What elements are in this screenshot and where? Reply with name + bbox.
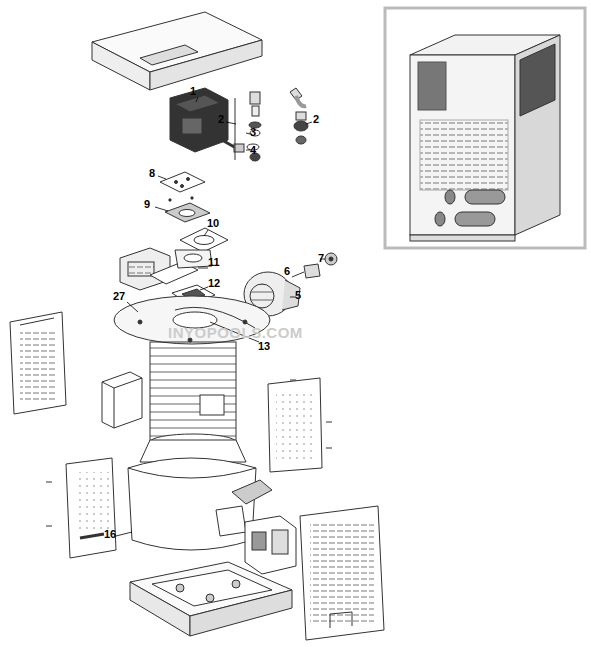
callout-number: 6: [284, 266, 290, 277]
callout-number: 1: [190, 86, 196, 97]
watermark: INYOPOOLS.COM: [168, 325, 303, 340]
callout-number: 3: [250, 127, 256, 138]
callout-number: 2: [218, 114, 224, 125]
callout-number: 2: [313, 114, 319, 125]
callout-number: 11: [208, 257, 220, 268]
callout-number: 27: [113, 291, 125, 302]
callout-number: 7: [318, 253, 324, 264]
callout-number: 13: [258, 341, 270, 352]
callout-number: 12: [208, 278, 220, 289]
callout-number: 4: [250, 145, 256, 156]
callout-number: 16: [104, 529, 116, 540]
callout-number: 5: [295, 290, 301, 301]
callout-number: 10: [207, 218, 219, 229]
callout-number: 9: [144, 199, 150, 210]
callout-number: 8: [149, 168, 155, 179]
